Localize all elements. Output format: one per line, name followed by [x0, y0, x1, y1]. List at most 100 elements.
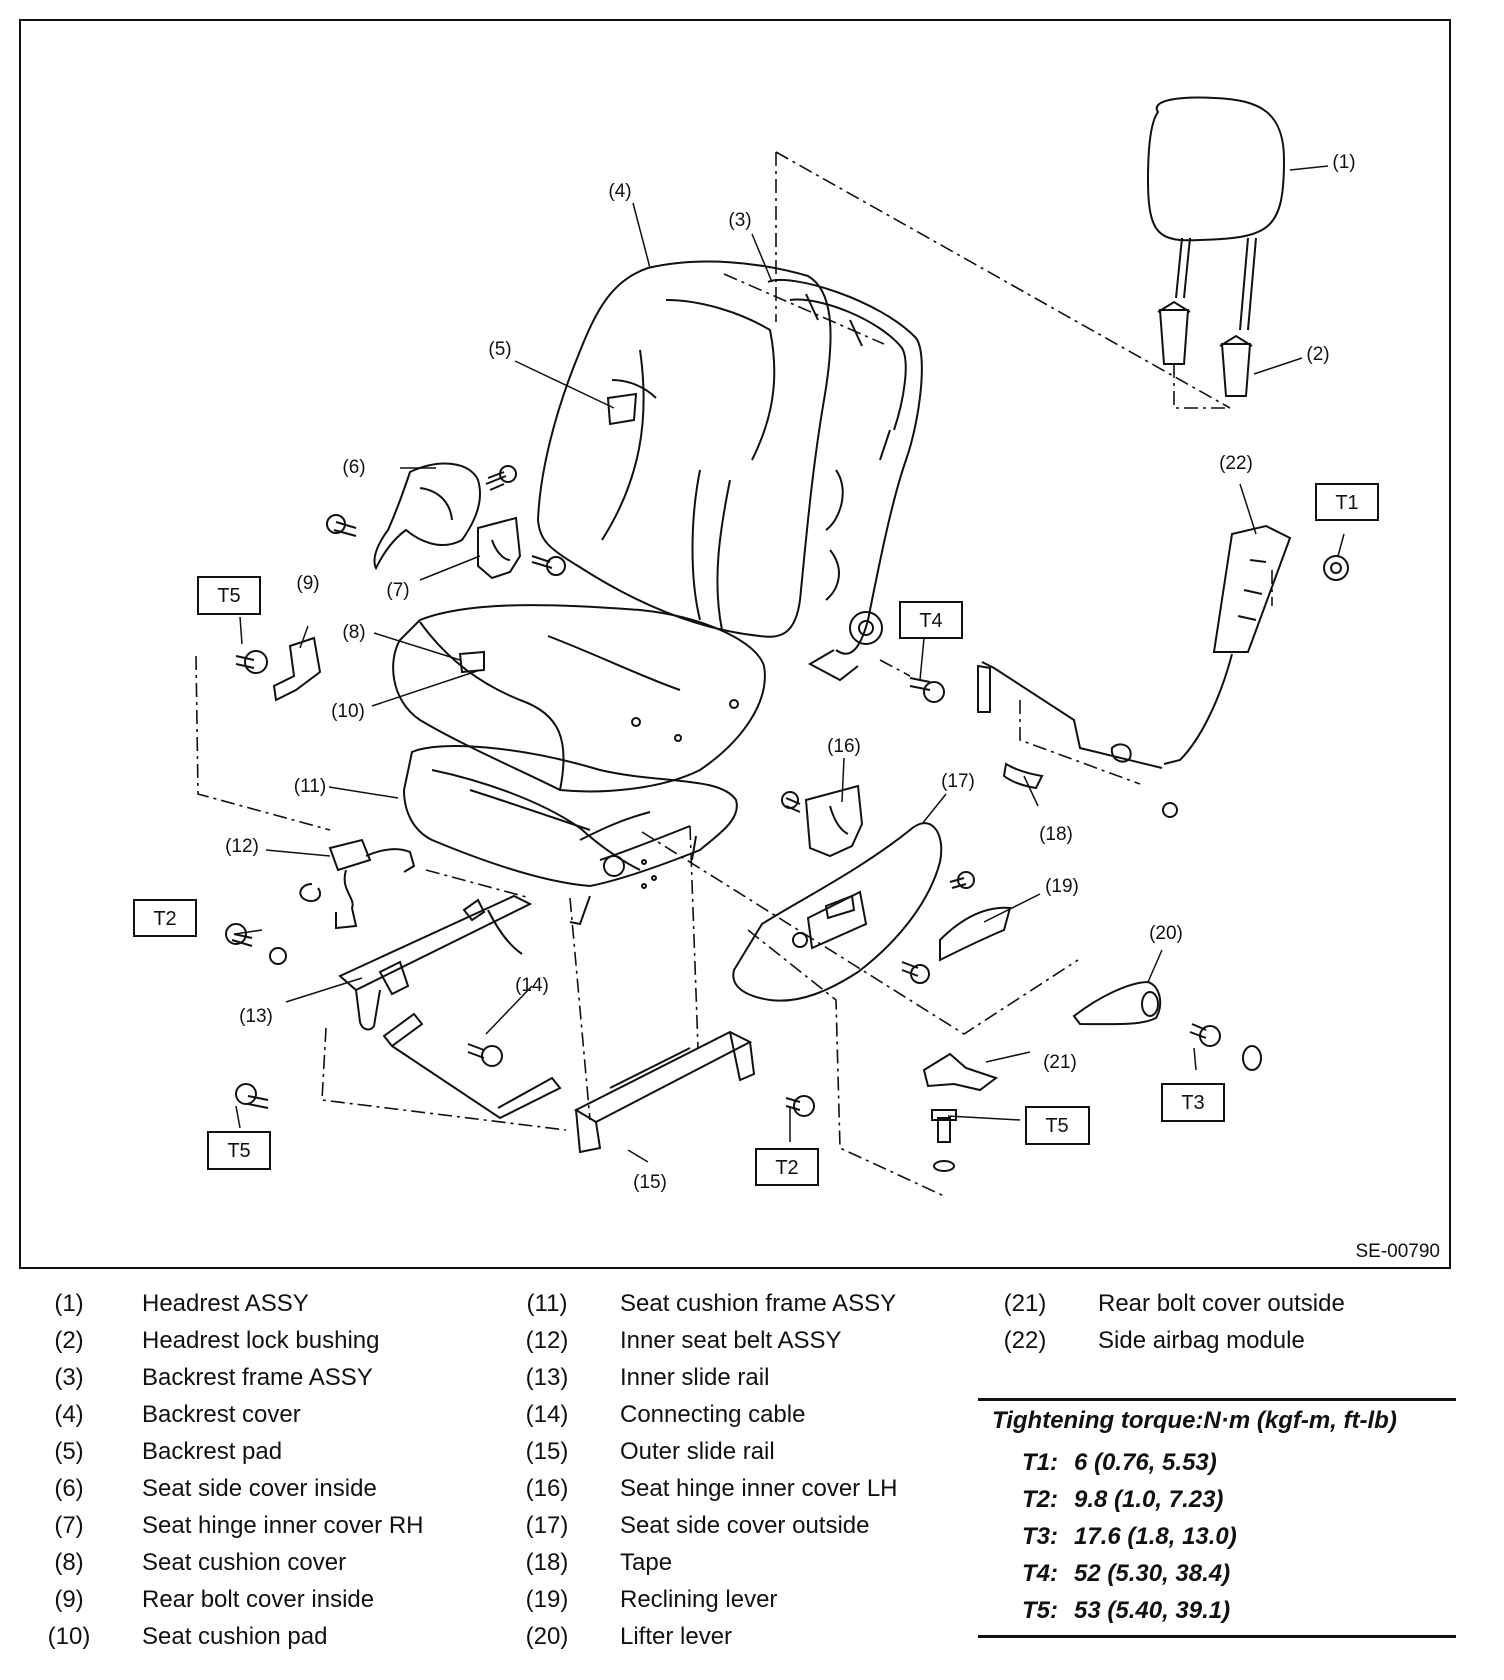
- callout-8: (8): [342, 622, 365, 643]
- callout-7: (7): [386, 580, 409, 601]
- torque-value: 9.8 (1.0, 7.23): [1074, 1486, 1224, 1513]
- legend-number: (3): [54, 1364, 84, 1391]
- headrest-part: [1146, 96, 1286, 331]
- legend-number: (4): [54, 1401, 84, 1428]
- callout-6: (6): [342, 457, 365, 478]
- legend-label: Seat side cover inside: [142, 1475, 377, 1502]
- callout-21: (21): [1043, 1052, 1077, 1073]
- torque-tag-t2-left: T2: [153, 908, 176, 930]
- torque-code: T2:: [1022, 1486, 1058, 1513]
- seat-cushion-part: [392, 604, 766, 793]
- rear-bolt-cover-inside-part: [272, 636, 322, 702]
- bolt-parts: [225, 465, 1349, 1172]
- legend-label: Seat cushion cover: [142, 1549, 347, 1576]
- legend-number: (22): [1003, 1327, 1047, 1354]
- torque-tag-t1: T1: [1335, 492, 1358, 514]
- leader-lines: [234, 165, 1345, 1163]
- torque-code: T1:: [1022, 1449, 1058, 1476]
- headrest-bushing-part: [1157, 300, 1253, 397]
- callout-13: (13): [239, 1006, 273, 1027]
- legend-label: Backrest pad: [142, 1438, 283, 1465]
- callout-16: (16): [827, 736, 861, 757]
- legend-number: (8): [54, 1549, 84, 1576]
- torque-tag-t5-bottom: T5: [227, 1140, 250, 1162]
- legend-number: (2): [54, 1327, 84, 1354]
- legend-number: (21): [1003, 1290, 1047, 1317]
- lifter-lever-part: [1072, 980, 1162, 1026]
- side-cover-inside-part: [373, 462, 482, 571]
- torque-code: T3:: [1022, 1523, 1058, 1550]
- legend-label: Inner slide rail: [620, 1364, 770, 1391]
- torque-tag-t5-right: T5: [1045, 1115, 1068, 1137]
- legend-label: Reclining lever: [620, 1586, 778, 1613]
- legend-number: (18): [525, 1549, 569, 1576]
- legend-label: Rear bolt cover inside: [142, 1586, 375, 1613]
- torque-table-header: Tightening torque:N·m (kgf-m, ft-lb): [992, 1407, 1397, 1434]
- legend-number: (11): [526, 1290, 568, 1317]
- legend-number: (9): [54, 1586, 84, 1613]
- alignment-lines: [195, 151, 1273, 1197]
- rear-bolt-cover-outside-part: [922, 1052, 999, 1092]
- legend-label: Headrest lock bushing: [142, 1327, 380, 1354]
- legend-label: Seat cushion pad: [142, 1623, 328, 1650]
- legend-label: Outer slide rail: [620, 1438, 775, 1465]
- callout-2: (2): [1306, 344, 1329, 365]
- legend-number: (7): [54, 1512, 84, 1539]
- torque-value: 53 (5.40, 39.1): [1074, 1597, 1231, 1624]
- reclining-lever-part: [939, 906, 1012, 962]
- callout-4: (4): [608, 181, 631, 202]
- inner-slide-rail-part: [338, 894, 533, 1031]
- legend-number: (14): [525, 1401, 569, 1428]
- callout-18: (18): [1039, 824, 1073, 845]
- legend-label: Tape: [620, 1549, 673, 1576]
- legend-number: (20): [525, 1623, 569, 1650]
- legend-label: Seat side cover outside: [620, 1512, 870, 1539]
- callout-10: (10): [331, 701, 365, 722]
- legend-label: Seat cushion frame ASSY: [620, 1290, 897, 1317]
- legend-number: (10): [47, 1623, 91, 1650]
- torque-tag-t3: T3: [1181, 1092, 1204, 1114]
- legend-number: (15): [525, 1438, 569, 1465]
- torque-value: 6 (0.76, 5.53): [1074, 1449, 1217, 1476]
- seat-cushion-frame-part: [402, 745, 738, 926]
- legend-number: (17): [525, 1512, 569, 1539]
- tape-part: [1002, 762, 1044, 790]
- callout-20: (20): [1149, 923, 1183, 944]
- legend-label: Side airbag module: [1098, 1327, 1305, 1354]
- callout-22: (22): [1219, 453, 1253, 474]
- legend-number: (16): [525, 1475, 569, 1502]
- torque-code: T5:: [1022, 1597, 1058, 1624]
- callout-14: (14): [515, 975, 549, 996]
- callout-3: (3): [728, 210, 751, 231]
- callout-15: (15): [633, 1172, 667, 1193]
- legend-label: Seat hinge inner cover LH: [620, 1475, 898, 1502]
- torque-tag-t4: T4: [919, 610, 942, 632]
- legend-number: (13): [525, 1364, 569, 1391]
- legend-label: Backrest frame ASSY: [142, 1364, 373, 1391]
- torque-value: 52 (5.30, 38.4): [1074, 1560, 1231, 1587]
- legend-number: (19): [525, 1586, 569, 1613]
- connecting-cable-part: [382, 1012, 562, 1120]
- backrest-pad-part: [606, 379, 657, 426]
- callout-11: (11): [294, 776, 326, 797]
- legend-label: Headrest ASSY: [142, 1290, 309, 1317]
- legend-label: Seat hinge inner cover RH: [142, 1512, 424, 1539]
- legend-number: (5): [54, 1438, 84, 1465]
- legend-label: Inner seat belt ASSY: [620, 1327, 842, 1354]
- diagram-frame: [19, 19, 1451, 1269]
- callout-17: (17): [941, 771, 975, 792]
- callout-1: (1): [1332, 152, 1355, 173]
- figure-code: SE-00790: [1355, 1241, 1440, 1262]
- exploded-view-diagram: T1 T5 T4 T2 T3 T5 T5 T2 (1) (2) (3) (4) …: [133, 96, 1440, 1262]
- legend-number: (12): [525, 1327, 569, 1354]
- torque-table: Tightening torque:N·m (kgf-m, ft-lb) T1:…: [978, 1398, 1456, 1638]
- torque-code: T4:: [1022, 1560, 1058, 1587]
- torque-tag-t5-left: T5: [217, 585, 240, 607]
- hinge-cover-lh-part: [804, 784, 864, 858]
- legend-label: Connecting cable: [620, 1401, 806, 1428]
- backrest-frame-part: [767, 278, 923, 682]
- legend-label: Lifter lever: [620, 1623, 733, 1650]
- callout-9: (9): [296, 573, 319, 594]
- backrest-cover-part: [536, 260, 832, 638]
- callout-5: (5): [488, 339, 511, 360]
